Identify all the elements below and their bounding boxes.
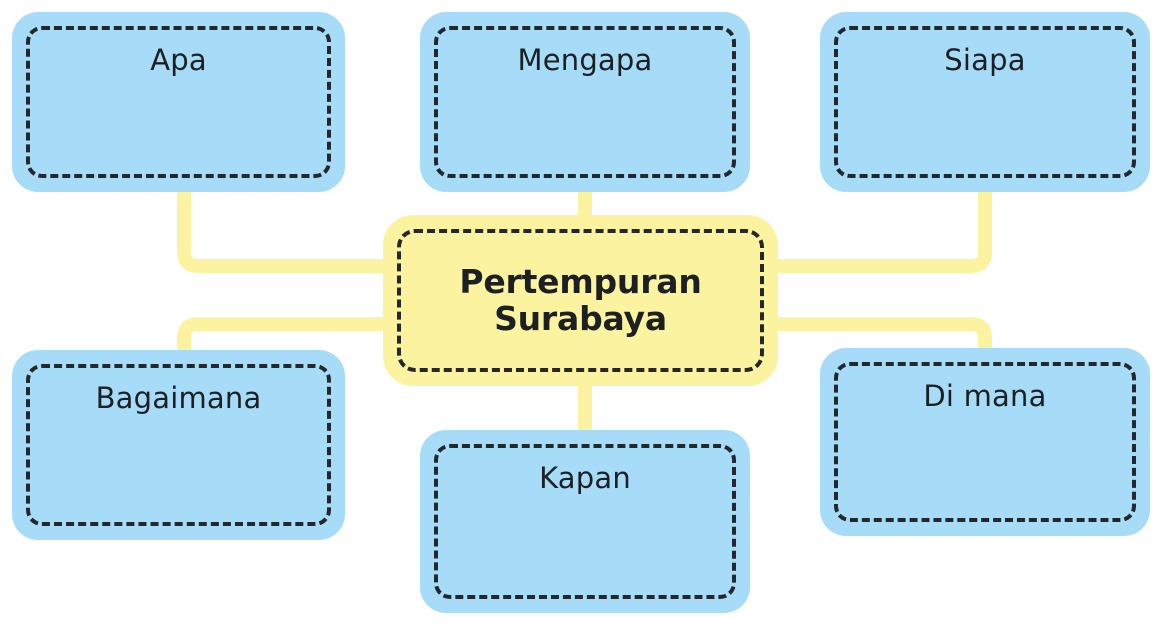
central-label: Pertempuran Surabaya	[383, 261, 778, 338]
branch-node-mengapa[interactable]: Mengapa	[420, 12, 750, 192]
connector-bagaimana	[177, 317, 392, 350]
branch-node-kapan[interactable]: Kapan	[420, 430, 750, 613]
branch-label-kapan: Kapan	[539, 461, 631, 495]
connector-siapa	[770, 190, 992, 273]
branch-node-apa[interactable]: Apa	[12, 12, 345, 192]
connector-dimana	[770, 317, 992, 348]
branch-label-dimana: Di mana	[923, 379, 1047, 413]
branch-label-mengapa: Mengapa	[517, 43, 653, 77]
branch-label-siapa: Siapa	[944, 43, 1026, 77]
central-label-line2: Surabaya	[494, 298, 667, 338]
branch-node-dimana[interactable]: Di mana	[820, 348, 1150, 536]
central-node[interactable]: Pertempuran Surabaya	[383, 215, 778, 386]
branch-label-bagaimana: Bagaimana	[95, 381, 262, 415]
branch-node-bagaimana[interactable]: Bagaimana	[12, 350, 345, 540]
central-label-line1: Pertempuran	[459, 261, 702, 301]
branch-label-apa: Apa	[150, 43, 207, 77]
connector-apa	[177, 190, 392, 273]
branch-node-siapa[interactable]: Siapa	[820, 12, 1150, 192]
